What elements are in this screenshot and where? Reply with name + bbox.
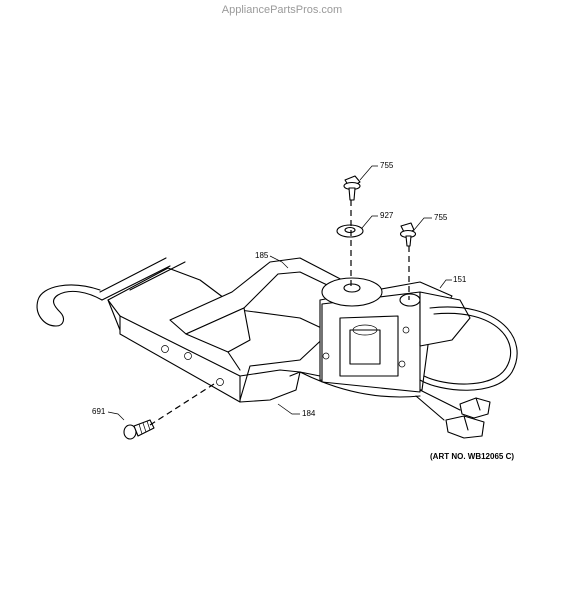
callout-151: 151 bbox=[453, 275, 467, 284]
callout-755-right: 755 bbox=[434, 213, 448, 222]
watermark-text: AppliancePartsPros.com bbox=[221, 4, 343, 16]
screw-755-top bbox=[343, 175, 361, 201]
callout-691: 691 bbox=[92, 407, 106, 416]
leader-lines bbox=[107, 165, 452, 421]
art-number-label: (ART NO. WB12065 C) bbox=[430, 452, 515, 461]
callout-184: 184 bbox=[302, 409, 316, 418]
arm-185 bbox=[169, 257, 351, 371]
motor-housing-151 bbox=[319, 277, 471, 393]
callout-185: 185 bbox=[255, 251, 269, 260]
callout-927: 927 bbox=[380, 211, 394, 220]
screw-755-right bbox=[399, 222, 417, 247]
wire-terminals bbox=[445, 397, 491, 439]
washer-927 bbox=[336, 224, 364, 238]
wire-harness bbox=[299, 306, 518, 421]
screw-691 bbox=[123, 419, 155, 440]
hook-part bbox=[36, 257, 171, 327]
callout-755-top: 755 bbox=[380, 161, 394, 170]
assembly-line-screw-691 bbox=[149, 383, 215, 426]
